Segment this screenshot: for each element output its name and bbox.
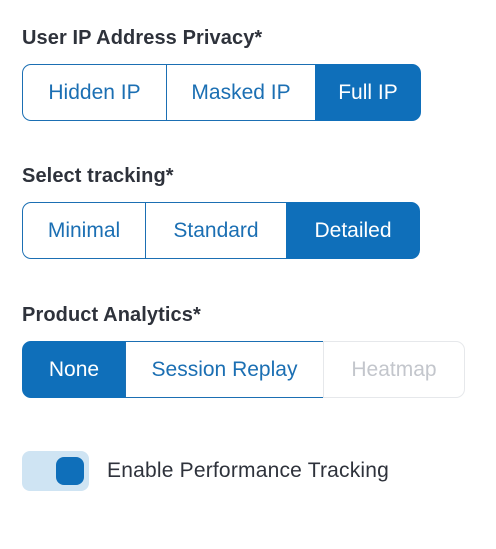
analytics-label: Product Analytics* (22, 304, 201, 326)
toggle-knob (56, 457, 84, 485)
analytics-option-session-replay-button[interactable]: Session Replay (125, 341, 324, 398)
performance-tracking-row: Enable Performance Tracking (22, 451, 389, 491)
analytics-option-none-button[interactable]: None (22, 341, 126, 398)
tracking-segmented-control: Minimal Standard Detailed (22, 202, 420, 259)
ip-privacy-label: User IP Address Privacy* (22, 27, 263, 49)
performance-tracking-label: Enable Performance Tracking (107, 459, 390, 482)
tracking-option-minimal-button[interactable]: Minimal (22, 202, 146, 259)
ip-privacy-segmented-control: Hidden IP Masked IP Full IP (22, 64, 421, 121)
ip-option-hidden-button[interactable]: Hidden IP (22, 64, 167, 121)
analytics-option-heatmap-button: Heatmap (323, 341, 465, 398)
tracking-option-standard-button[interactable]: Standard (145, 202, 287, 259)
ip-option-full-button[interactable]: Full IP (315, 64, 421, 121)
tracking-option-detailed-button[interactable]: Detailed (286, 202, 420, 259)
performance-tracking-toggle[interactable] (22, 451, 89, 491)
ip-option-masked-button[interactable]: Masked IP (166, 64, 316, 121)
analytics-segmented-control: None Session Replay Heatmap (22, 341, 465, 398)
tracking-label: Select tracking* (22, 165, 174, 187)
